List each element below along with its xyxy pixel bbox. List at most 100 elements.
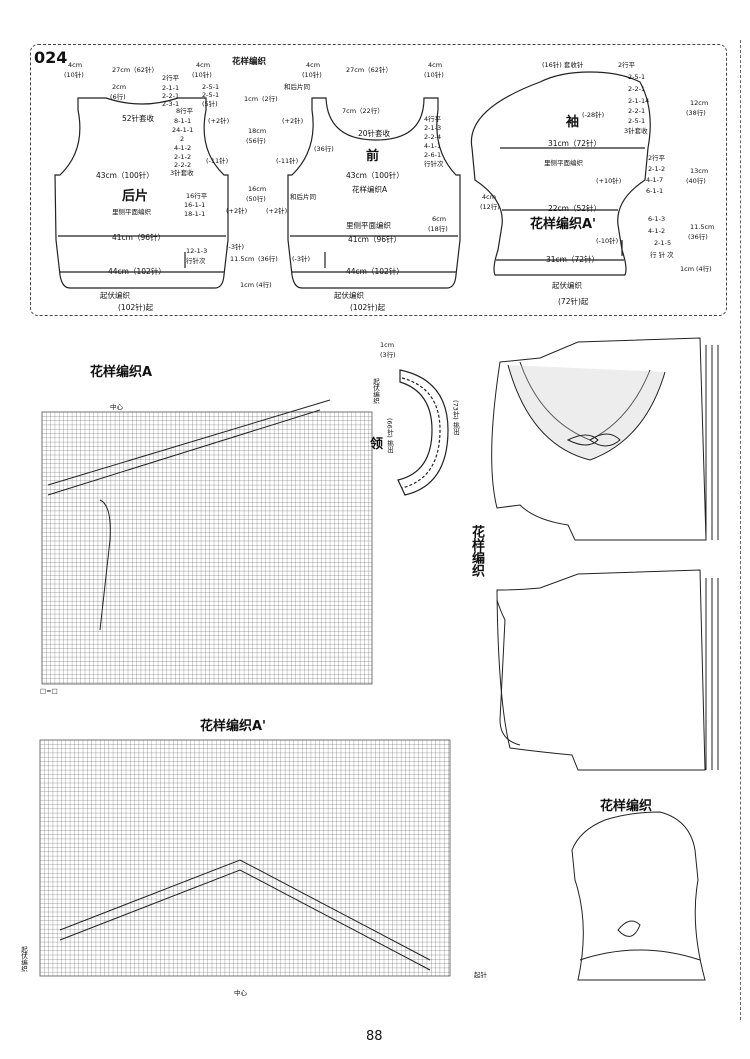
- sleeve-photo-label: 花样编织: [600, 799, 653, 814]
- back-hem-height: 11.5cm: [230, 255, 255, 263]
- front-neck-mid: 7cm（22行）: [342, 107, 384, 115]
- front-shoulder-right: 4cm: [428, 61, 443, 69]
- back-bust: 43cm（100针）: [96, 171, 154, 180]
- sleeve-cap-minus: (-28针): [582, 111, 605, 119]
- back-armhole-d3: 2: [180, 135, 185, 143]
- back-shoulder-right: 4cm: [196, 61, 211, 69]
- front-title: 前: [366, 149, 380, 164]
- photo-label: 花样编织: [469, 525, 484, 577]
- front-neck-dec5: 行针次: [424, 160, 444, 168]
- sleeve-cap-d4: 2-2-1: [628, 107, 646, 115]
- collar-outline: [397, 369, 449, 496]
- back-side-inc2: 18-1-1: [184, 210, 206, 218]
- back-armhole-d5: 2-1-2: [174, 153, 192, 161]
- back-armhole-bind: 3针套收: [170, 169, 194, 177]
- sleeve-mid-rows: 2行平: [648, 154, 666, 162]
- back-neck-rows: 2行平: [162, 74, 180, 82]
- chart-a-prime-center: 中心: [234, 989, 247, 997]
- back-top-height: 1cm: [244, 95, 259, 103]
- back-armhole-d4: 4-1-2: [174, 144, 192, 152]
- front-plus2: (+2针): [266, 207, 288, 215]
- sleeve-low-height-rows: (36行): [688, 233, 708, 241]
- sleeve-narrow: 22cm（52针）: [548, 204, 602, 213]
- sleeve-cap-bind2: 3针套收: [624, 127, 648, 135]
- back-sl-rows1: 2-5-1: [202, 83, 220, 91]
- sleeve-cuff-width: 31cm（72针）: [546, 255, 600, 264]
- sleeve-mid-inc1: 2-1-2: [648, 165, 666, 173]
- back-side-plus2: (+2针): [226, 207, 248, 215]
- chart-a-center: 中心: [110, 403, 123, 411]
- chart-a-title: 花样编织A: [90, 365, 153, 380]
- back-neck-dec1: 2-1-1: [162, 84, 180, 92]
- diagonal-cable-lines: [47, 399, 431, 971]
- sleeve-low-height: 11.5cm: [690, 223, 715, 231]
- page-edge: [740, 40, 742, 1020]
- back-hem-rows: 行针次: [186, 257, 206, 265]
- sleeve-mid-inc3: 6-1-1: [646, 187, 664, 195]
- chart-a-prime-cast-on: 起针: [474, 971, 487, 979]
- back-side-inc1: 16-1-1: [184, 201, 206, 209]
- front-cast-on-st: (102针)起: [350, 303, 386, 312]
- collar-pick-left: (66针) 挑出: [385, 418, 394, 453]
- sleeve-cast-on: 起伏编织: [552, 281, 582, 290]
- sleeve-cap-rows: 2行平: [618, 61, 636, 69]
- back-neck-dec2: 2-2-1: [162, 92, 180, 100]
- front-waist: 41cm（96针）: [348, 235, 402, 244]
- sleeve-upper-width: 31cm（72针）: [548, 139, 602, 148]
- back-hem-height-rows: (36行): [258, 255, 278, 263]
- back-border-height: 1cm: [240, 281, 255, 289]
- sleeve-mid-height: 13cm: [690, 167, 709, 175]
- chart-a-grid: [41, 411, 373, 685]
- sleeve-side: 4cm: [482, 193, 497, 201]
- back-waist: 41cm（96针）: [112, 233, 166, 242]
- back-armhole-height: 18cm: [248, 127, 267, 135]
- back-top-height-rows: (2行): [262, 95, 278, 103]
- front-pattern-a: 花样编织A: [352, 185, 388, 194]
- sleeve-pattern: 花样编织A': [530, 217, 597, 232]
- back-sl-rows2: 2-5-1: [202, 91, 220, 99]
- front-neck-width: 27cm（62针）: [346, 66, 392, 74]
- sleeve-cuff-rows: (4行): [696, 265, 712, 273]
- back-neck-width: 27cm（62针）: [112, 66, 158, 74]
- back-shoulder-right-st: (10针): [192, 71, 212, 79]
- sleeve-plus10: (+10针): [596, 177, 622, 185]
- front-cast-on: 起伏编织: [334, 291, 364, 300]
- back-piece-outline: [54, 97, 229, 289]
- front-hem-width: 44cm（102针）: [346, 267, 404, 276]
- sleeve-cap-d2: 2-2-1: [628, 85, 646, 93]
- back-border-height-rows: (4行): [256, 281, 272, 289]
- back-neck-depth: 2cm: [112, 83, 127, 91]
- sleeve-low-rows: 行 针 次: [650, 251, 674, 259]
- page-number: 88: [366, 1029, 383, 1044]
- sleeve-reverse: 里侧平面编织: [544, 159, 583, 167]
- front-neck-dec1: 2-1-3: [424, 124, 442, 132]
- front-side-rows: (18行): [428, 225, 448, 233]
- sleeve-outline: [470, 71, 651, 276]
- collar-title: 领: [370, 437, 384, 452]
- schematic-frame: [30, 44, 727, 316]
- back-plus2: (+2针): [208, 117, 230, 125]
- sleeve-mid-height-rows: (40行): [686, 177, 706, 185]
- collar-width-rows: (3行): [380, 351, 396, 359]
- sleeve-mid-inc2: 4-1-7: [646, 176, 664, 184]
- chart-a-prime-side-label: 起伏编织: [19, 946, 28, 972]
- sleeve-photo-outline: [571, 811, 706, 981]
- front-side: 6cm: [432, 215, 447, 223]
- front-same-as-back: 和后片同: [284, 83, 310, 91]
- front-bust: 43cm（100针）: [346, 171, 404, 180]
- sleeve-cap-height: 12cm: [690, 99, 709, 107]
- sleeve-minus10: (-10针): [596, 237, 619, 245]
- sleeve-title: 袖: [566, 115, 580, 130]
- back-hem-width: 44cm（102针）: [108, 267, 166, 276]
- front-minus11: (-11针): [276, 157, 299, 165]
- back-neck-dec3: 2-3-1: [162, 100, 180, 108]
- front-shoulder-left: 4cm: [306, 61, 321, 69]
- back-side-rows: 16行平: [186, 192, 208, 200]
- chart-a-prime-grid: [39, 739, 451, 977]
- back-title: 后片: [122, 189, 149, 204]
- back-minus11: (-11针): [206, 157, 229, 165]
- sleeve-cap-height-rows: (38行): [686, 109, 706, 117]
- chart-a-cells: [41, 411, 372, 684]
